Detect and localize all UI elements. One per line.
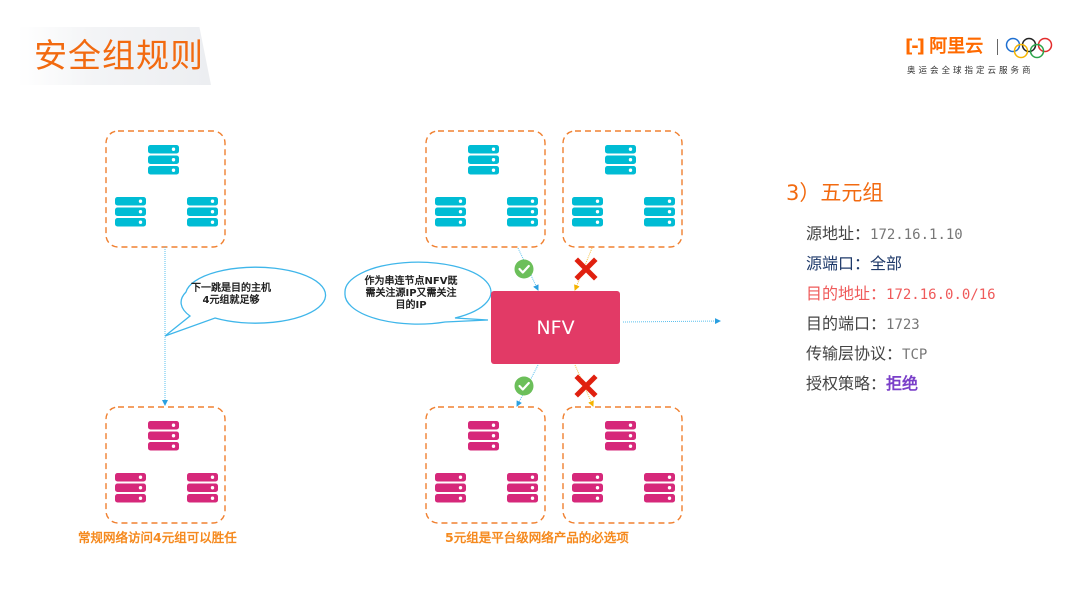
rule-label: 目的端口： [806,314,887,333]
allow-icon [514,376,534,396]
flow-line-out [622,318,721,325]
server-icon [435,197,466,227]
logo-bracket-icon: [-] [905,36,925,57]
server-icon [507,197,538,227]
group-border [562,406,683,524]
olympic-rings-icon [1005,37,1053,59]
rule-protocol: 传输层协议：TCP [806,342,996,372]
page-title: 安全组规则 [34,36,204,75]
server-icon [644,473,675,503]
rule-destination-address: 目的地址：172.16.0.0/16 [806,282,996,312]
server-group-middle-bottom-left [425,406,546,524]
server-icon [507,473,538,503]
caption-middle: 5元组是平台级网络产品的必选项 [445,530,629,545]
group-border [425,130,546,248]
logo-brand: [-] 阿里云 [905,36,983,58]
flow-line-top-left [517,247,539,291]
server-icon [148,145,179,175]
server-icon [468,145,499,175]
group-border [425,406,546,524]
server-icon [435,473,466,503]
rule-destination-port: 目的端口：1723 [806,312,996,342]
group-border [105,406,226,524]
rule-value: 172.16.0.0/16 [886,287,996,303]
bubble-line: 4元组就足够 [202,295,260,306]
nfv-node: NFV [491,291,620,364]
rule-value: 172.16.1.10 [870,227,963,243]
speech-bubble-left [164,266,327,337]
logo-brand-name: 阿里云 [929,36,984,57]
server-icon [572,197,603,227]
server-icon [468,421,499,451]
bubble-text-middle: 作为串连节点NFV既 需关注源IP又需关注 目的IP [352,276,470,312]
rule-source-port: 源端口：全部 [806,252,996,282]
rule-value: 1723 [886,317,920,333]
rule-source-address: 源地址：172.16.1.10 [806,222,996,252]
server-icon [115,197,146,227]
rule-value: 拒绝 [886,374,919,393]
logo-separator [997,39,998,55]
bubble-line: 作为串连节点NFV既 [364,276,458,287]
bubble-line: 目的IP [395,300,427,311]
server-group-middle-top-left [425,130,546,248]
rules-title: 3）五元组 [786,181,884,205]
flow-line-bottom-left [516,364,539,407]
server-icon [148,421,179,451]
bubble-line: 需关注源IP又需关注 [365,288,457,299]
rule-label: 目的地址： [806,284,887,303]
deny-icon [574,374,598,398]
title-band [18,27,211,85]
rule-value: 全部 [870,254,903,273]
aliyun-logo: [-] 阿里云 奥运会全球指定云服务商 [905,36,1055,81]
rules-list: 源地址：172.16.1.10 源端口：全部 目的地址：172.16.0.0/1… [806,222,996,402]
group-border [562,130,683,248]
caption-left: 常规网络访问4元组可以胜任 [78,530,237,545]
server-group-left-top [105,130,226,248]
rule-policy: 授权策略：拒绝 [806,372,996,402]
rule-label: 源端口： [806,254,871,273]
server-icon [605,421,636,451]
server-group-left-bottom [105,406,226,524]
bubble-line: 下一跳是目的主机 [191,283,271,294]
rule-value: TCP [902,347,928,363]
server-group-middle-top-right [562,130,683,248]
rule-label: 源地址： [806,224,871,243]
logo-subtitle: 奥运会全球指定云服务商 [907,66,1034,76]
server-icon [187,473,218,503]
rule-label: 授权策略： [806,374,887,393]
allow-icon [514,259,534,279]
server-icon [115,473,146,503]
server-group-middle-bottom-right [562,406,683,524]
bubble-text-left: 下一跳是目的主机 4元组就足够 [176,283,286,307]
server-icon [605,145,636,175]
rule-label: 传输层协议： [806,344,903,363]
server-icon [572,473,603,503]
server-icon [187,197,218,227]
server-icon [644,197,675,227]
speech-bubble-middle [344,261,492,325]
deny-icon [574,257,598,281]
